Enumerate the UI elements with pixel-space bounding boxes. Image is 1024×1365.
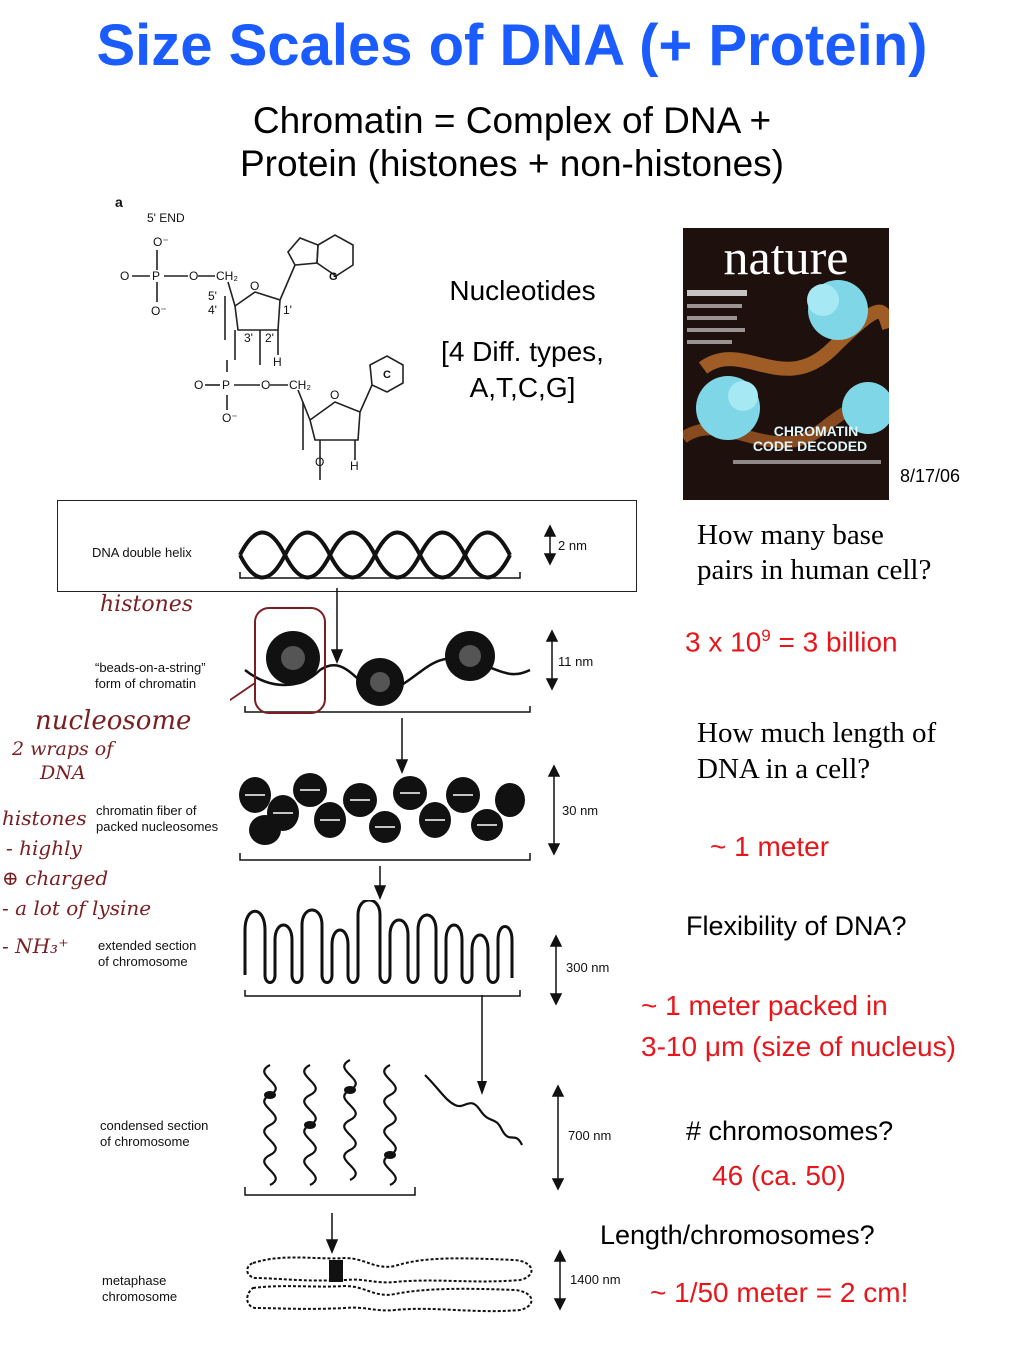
oxygen-bottom-2: O⁻ bbox=[222, 411, 238, 425]
carbon-4: 4' bbox=[208, 303, 217, 317]
handwritten-note-line-2: - highly bbox=[6, 836, 82, 860]
oxygen-bridge-1: O bbox=[189, 269, 198, 283]
scale-label-2nm: 2 nm bbox=[558, 538, 587, 553]
answer-base-pairs: 3 x 109 = 3 billion bbox=[685, 626, 898, 658]
answer-length-per-chromosome: ~ 1/50 meter = 2 cm! bbox=[650, 1277, 908, 1309]
oxygen-top: O⁻ bbox=[153, 235, 169, 249]
base-c-label: C bbox=[383, 369, 391, 381]
nucleotides-label: Nucleotides bbox=[420, 275, 625, 307]
level-label-fiber-line-1: chromatin fiber of bbox=[96, 803, 196, 819]
scale-label-300nm: 300 nm bbox=[566, 960, 609, 975]
level-label-metaphase-line-2: chromosome bbox=[102, 1289, 177, 1305]
question-dna-length-line-2: DNA in a cell? bbox=[697, 752, 870, 786]
dna-helix-drawing bbox=[230, 520, 540, 590]
level-label-beads-line-2: form of chromatin bbox=[95, 676, 196, 692]
cover-masthead: nature bbox=[687, 230, 885, 284]
cover-headline-line-1: CHROMATIN bbox=[743, 424, 889, 439]
handwritten-wraps-line-2: DNA bbox=[40, 762, 86, 784]
chromatin-fiber-drawing bbox=[235, 765, 540, 865]
answer-flexibility-line-2: 3-10 μm (size of nucleus) bbox=[641, 1031, 956, 1063]
oxygen-left-2: O bbox=[194, 378, 203, 392]
answer-dna-length: ~ 1 meter bbox=[710, 831, 829, 863]
level-label-condensed-line-2: of chromosome bbox=[100, 1134, 190, 1150]
level-label-fiber-line-2: packed nucleosomes bbox=[96, 819, 218, 835]
nature-cover-image: nature CHROMATIN CODE DECODED bbox=[683, 228, 889, 500]
hydrogen-1: H bbox=[273, 355, 282, 369]
carbon-3: 3' bbox=[244, 331, 253, 345]
phosphorus-1: P bbox=[152, 269, 160, 283]
handwritten-histones: histones bbox=[100, 592, 193, 617]
base-g-label: G bbox=[329, 271, 338, 283]
question-flexibility: Flexibility of DNA? bbox=[686, 911, 907, 942]
question-chromosomes: # chromosomes? bbox=[686, 1116, 893, 1147]
handwritten-note-line-3: ⊕ charged bbox=[2, 866, 108, 890]
level-label-extended-line-2: of chromosome bbox=[98, 954, 188, 970]
handwritten-note-line-4: - a lot of lysine bbox=[2, 896, 151, 920]
extended-section-drawing bbox=[240, 900, 530, 1010]
oxygen-3prime: O bbox=[315, 455, 324, 469]
hydrogen-2: H bbox=[350, 459, 359, 473]
phosphorus-2: P bbox=[222, 378, 230, 392]
nucleotide-types-line-2: A,T,C,G] bbox=[410, 372, 635, 404]
ring-oxygen-1: O bbox=[250, 279, 259, 293]
cover-date: 8/17/06 bbox=[900, 466, 960, 487]
nucleosome-circle-annotation bbox=[230, 598, 350, 718]
ring-oxygen-2: O bbox=[330, 388, 339, 402]
scale-label-30nm: 30 nm bbox=[562, 803, 598, 818]
metaphase-chromosome-drawing bbox=[245, 1248, 545, 1318]
carbon-5: 5' bbox=[208, 289, 217, 303]
handwritten-nucleosome: nucleosome bbox=[35, 706, 191, 736]
level-label-dna-helix: DNA double helix bbox=[92, 545, 192, 561]
subtitle-line-1: Chromatin = Complex of DNA + bbox=[0, 100, 1024, 142]
handwritten-note-line-1: histones bbox=[2, 806, 87, 830]
level-label-condensed-line-1: condensed section bbox=[100, 1118, 208, 1134]
question-base-pairs-line-1: How many base bbox=[697, 518, 884, 552]
scale-label-700nm: 700 nm bbox=[568, 1128, 611, 1143]
handwritten-wraps-line-1: 2 wraps of bbox=[12, 738, 113, 760]
ch2-1: CH₂ bbox=[216, 269, 238, 283]
panel-letter: a bbox=[115, 194, 123, 210]
carbon-2: 2' bbox=[265, 331, 274, 345]
scale-label-1400nm: 1400 nm bbox=[570, 1272, 621, 1287]
oxygen-left: O bbox=[120, 269, 129, 283]
question-dna-length-line-1: How much length of bbox=[697, 716, 936, 750]
end-label: 5' END bbox=[147, 211, 185, 225]
page-title: Size Scales of DNA (+ Protein) bbox=[0, 12, 1024, 79]
subtitle-line-2: Protein (histones + non-histones) bbox=[0, 143, 1024, 185]
carbon-1: 1' bbox=[283, 303, 292, 317]
level-label-metaphase-line-1: metaphase bbox=[102, 1273, 166, 1289]
answer-flexibility-line-1: ~ 1 meter packed in bbox=[641, 990, 888, 1022]
cover-headline-line-2: CODE DECODED bbox=[731, 439, 889, 454]
condensed-section-drawing bbox=[240, 1055, 540, 1200]
question-length-per-chromosome: Length/chromosomes? bbox=[600, 1220, 875, 1251]
level-label-extended-line-1: extended section bbox=[98, 938, 196, 954]
oxygen-bridge-2: O bbox=[261, 378, 270, 392]
nucleotide-types-line-1: [4 Diff. types, bbox=[410, 336, 635, 368]
question-base-pairs-line-2: pairs in human cell? bbox=[697, 553, 931, 587]
ch2-2: CH₂ bbox=[289, 378, 311, 392]
answer-chromosomes: 46 (ca. 50) bbox=[712, 1160, 846, 1192]
scale-label-11nm: 11 nm bbox=[558, 654, 593, 669]
handwritten-note-line-5: - NH₃⁺ bbox=[2, 934, 69, 958]
oxygen-bottom-1: O⁻ bbox=[151, 304, 167, 318]
level-label-beads-line-1: “beads-on-a-string” bbox=[95, 660, 206, 676]
scale-bracket-arrows bbox=[540, 520, 570, 1320]
nucleotide-structure-diagram: a 5' END O⁻ O P O CH₂ O⁻ O 5' 4' 1' 3' 2… bbox=[110, 190, 420, 490]
